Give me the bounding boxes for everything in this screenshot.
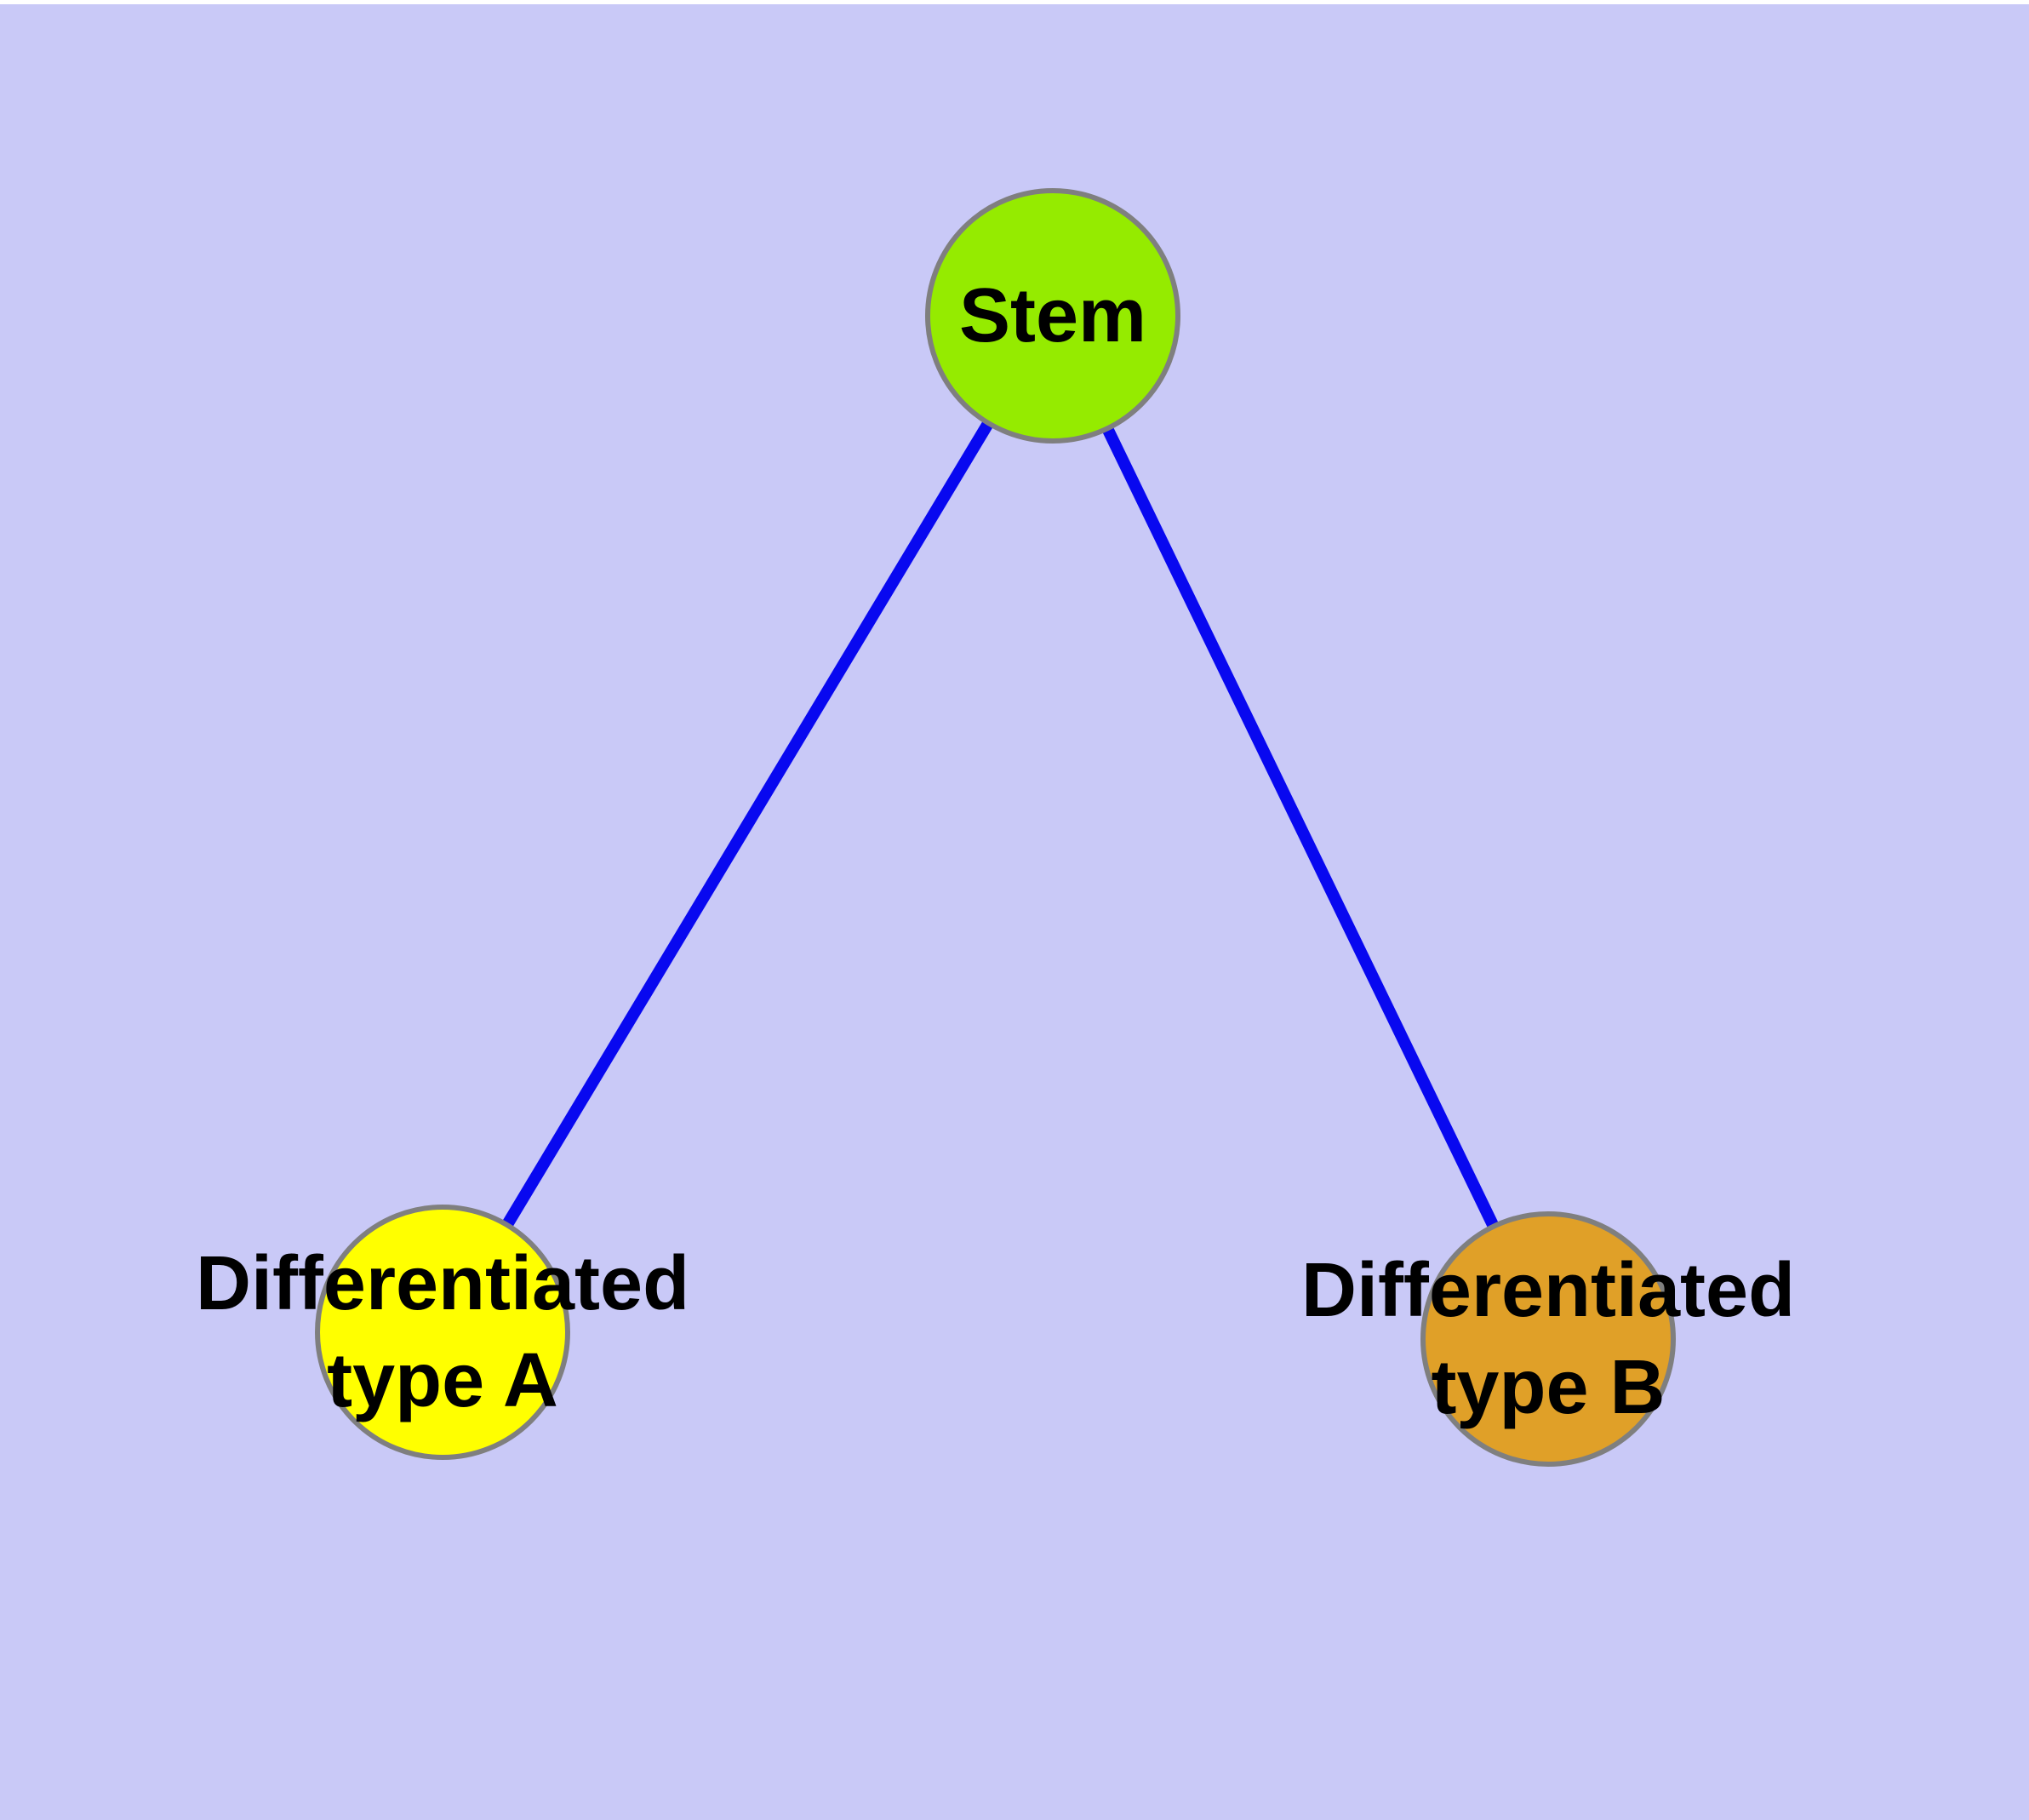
stem-node-circle bbox=[925, 188, 1180, 444]
type-a-node-circle bbox=[315, 1205, 570, 1460]
type-a-node-label: Differentiated type A bbox=[195, 1241, 690, 1423]
node-differentiated-type-a: Differentiated type A bbox=[196, 1205, 689, 1460]
node-differentiated-type-b: Differentiated type B bbox=[1301, 1211, 1795, 1467]
stem-node-label: Stem bbox=[958, 273, 1147, 358]
edge-stem-to-type-a bbox=[437, 312, 1059, 1336]
edge-stem-to-type-b bbox=[1047, 312, 1554, 1342]
top-white-strip bbox=[0, 0, 2029, 4]
node-stem: Stem bbox=[925, 188, 1180, 444]
type-b-node-label: Differentiated type B bbox=[1300, 1248, 1796, 1430]
type-b-node-circle bbox=[1420, 1211, 1676, 1467]
